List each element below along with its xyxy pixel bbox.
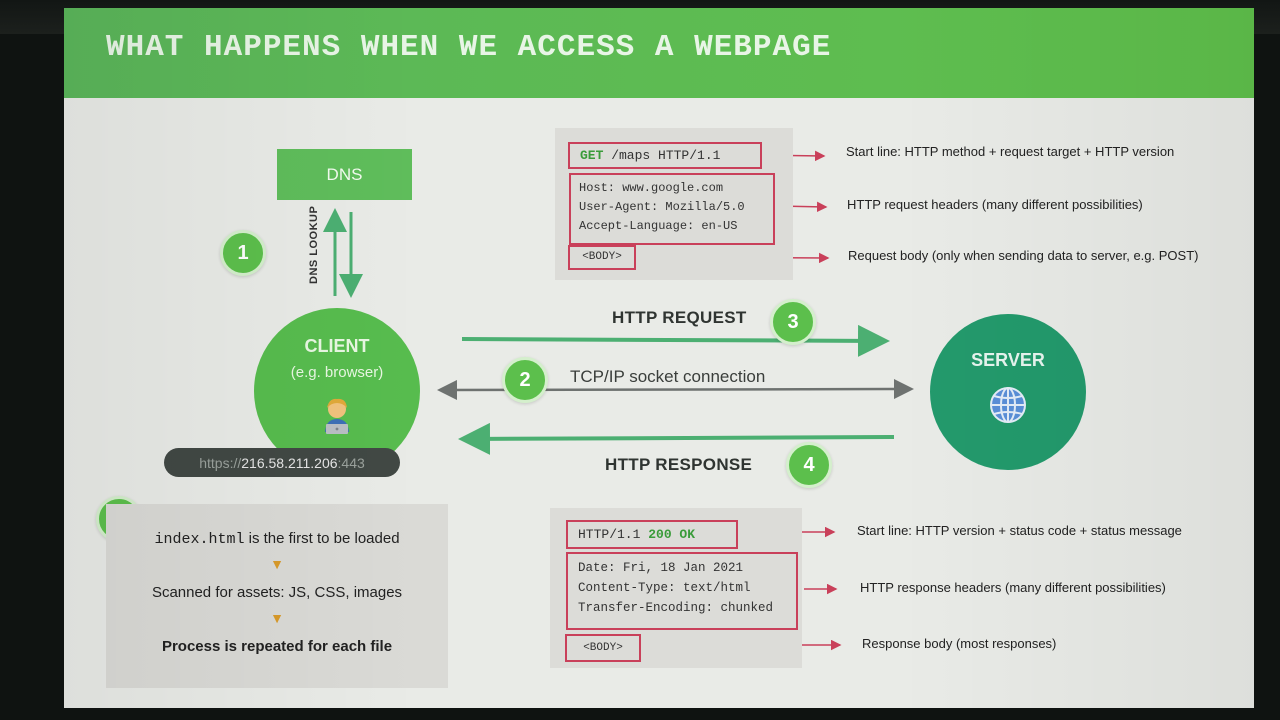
step-badge-1: 1: [220, 230, 266, 276]
response-start-line-note: Start line: HTTP version + status code +…: [857, 523, 1182, 538]
tcp-label: TCP/IP socket connection: [570, 367, 766, 386]
response-header-line: Transfer-Encoding: chunked: [578, 601, 774, 615]
server-circle: SERVER: [930, 314, 1086, 470]
slide: WHAT HAPPENS WHEN WE ACCESS A WEBPAGE: [64, 8, 1254, 708]
response-header-line: Date: Fri, 18 Jan 2021: [578, 561, 744, 575]
request-header-line: Accept-Language: en-US: [579, 219, 738, 233]
url-port: :443: [337, 454, 365, 471]
pointing-down-hand-icon: ▼: [270, 610, 284, 626]
request-headers-box: Host: www.google.com User-Agent: Mozilla…: [569, 173, 775, 245]
request-body-box: <BODY>: [568, 245, 636, 270]
url-pill[interactable]: https://216.58.211.206:443: [164, 448, 400, 477]
slide-title: WHAT HAPPENS WHEN WE ACCESS A WEBPAGE: [106, 30, 832, 65]
dns-lookup-label: DNS LOOKUP: [308, 205, 320, 284]
http-request-arrow: [461, 324, 890, 357]
step-first-loaded: index.html is the first to be loaded: [106, 530, 448, 548]
http-response-label: HTTP RESPONSE: [605, 455, 753, 474]
step-repeated: Process is repeated for each file: [161, 638, 393, 655]
client-subtitle: (e.g. browser): [290, 364, 384, 381]
response-headers-note: HTTP response headers (many different po…: [860, 580, 1166, 595]
step-badge-2: 2: [502, 357, 548, 403]
response-panel: [550, 508, 802, 668]
request-start-line: GET /maps HTTP/1.1: [568, 142, 762, 169]
client-title: CLIENT: [304, 336, 370, 356]
index-html-code: index.html: [154, 531, 245, 548]
http-response-arrow: [458, 422, 895, 455]
request-headers-note: HTTP request headers (many different pos…: [847, 197, 1143, 212]
request-panel: [555, 128, 793, 280]
request-body-note: Request body (only when sending data to …: [848, 248, 1199, 263]
response-headers-box: Date: Fri, 18 Jan 2021 Content-Type: tex…: [566, 552, 798, 630]
response-version: HTTP/1.1: [578, 527, 649, 542]
url-host: 216.58.211.206: [241, 454, 338, 471]
response-start-line: HTTP/1.1 200 OK: [566, 520, 738, 549]
request-target: /maps HTTP/1.1: [603, 148, 721, 163]
response-body-note: Response body (most responses): [862, 636, 1057, 651]
dns-box: DNS: [277, 149, 412, 200]
pointing-down-hand-icon: ▼: [270, 556, 284, 572]
client-circle: CLIENT (e.g. browser): [254, 308, 420, 474]
title-bar: WHAT HAPPENS WHEN WE ACCESS A WEBPAGE: [64, 8, 1254, 98]
step-scanned: Scanned for assets: JS, CSS, images: [151, 584, 403, 601]
server-title: SERVER: [971, 350, 1045, 370]
response-header-line: Content-Type: text/html: [578, 581, 751, 595]
step-badge-4: 4: [786, 442, 832, 488]
response-body-box: <BODY>: [565, 634, 641, 662]
person-at-laptop-icon: [325, 398, 349, 434]
step-badge-3: 3: [770, 299, 816, 345]
steps-panel: index.html is the first to be loaded ▼ S…: [106, 504, 448, 688]
request-header-line: Host: www.google.com: [579, 181, 724, 195]
http-request-label: HTTP REQUEST: [612, 308, 747, 327]
url-scheme: https://: [199, 454, 242, 471]
request-start-line-note: Start line: HTTP method + request target…: [846, 144, 1175, 159]
step-first-text: is the first to be loaded: [244, 530, 400, 547]
globe-icon: [990, 387, 1026, 423]
request-method: GET: [580, 148, 604, 163]
response-status: 200 OK: [648, 527, 696, 542]
request-header-line: User-Agent: Mozilla/5.0: [579, 200, 745, 214]
